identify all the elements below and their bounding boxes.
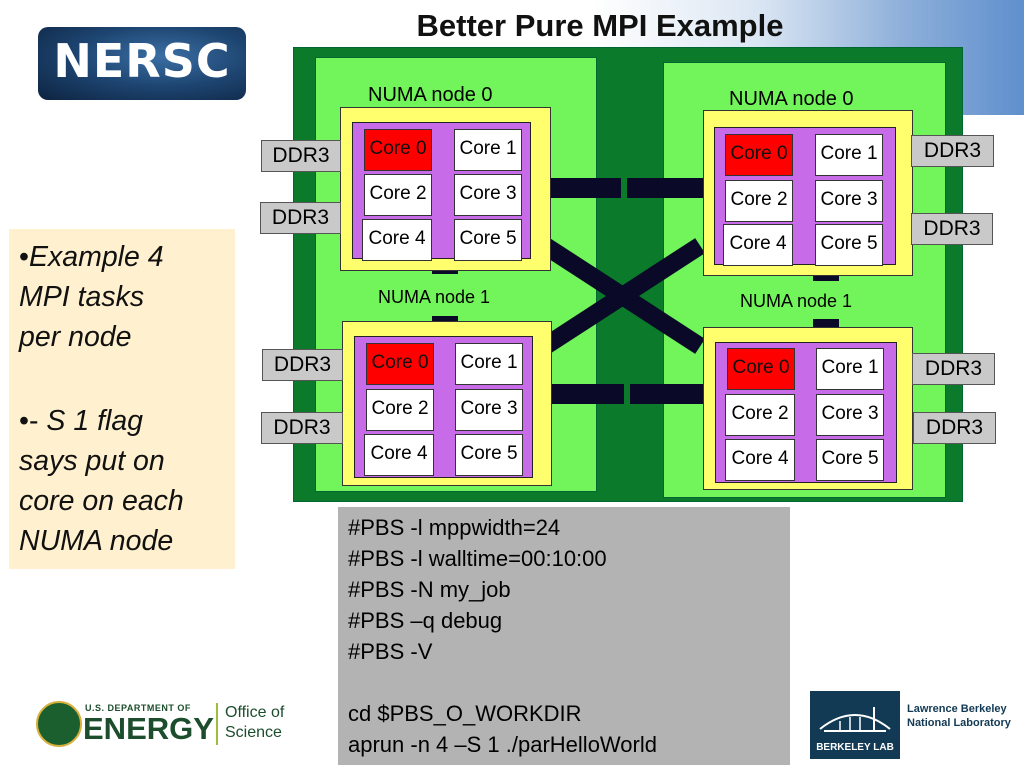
interconnect-top-gap	[621, 178, 627, 198]
notes-box: •Example 4 MPI tasks per node •- S 1 fla…	[9, 229, 235, 569]
core-4: Core 4	[362, 219, 432, 261]
doe-seal-icon	[36, 701, 82, 747]
script-line: #PBS -l walltime=00:10:00	[348, 546, 607, 571]
core-5: Core 5	[816, 439, 884, 481]
pbs-script-box: #PBS -l mppwidth=24 #PBS -l walltime=00:…	[338, 507, 790, 765]
ddr3-module: DDR3	[261, 412, 343, 444]
core-3: Core 3	[815, 180, 883, 222]
numa-label-top-right: NUMA node 0	[729, 88, 854, 110]
ddr3-module: DDR3	[912, 353, 995, 385]
core-2: Core 2	[725, 180, 793, 222]
script-line: cd $PBS_O_WORKDIR	[348, 701, 582, 726]
note-text: S 1 flag	[46, 405, 144, 437]
numa-label-bottom-right: NUMA node 1	[740, 291, 853, 311]
core-5: Core 5	[815, 224, 883, 266]
script-line: #PBS -N my_job	[348, 577, 511, 602]
ddr3-module: DDR3	[262, 349, 343, 381]
script-line: aprun -n 4 –S 1 ./parHelloWorld	[348, 732, 657, 757]
ddr3-module: DDR3	[261, 140, 341, 172]
core-0-active: Core 0	[727, 348, 795, 390]
numa-label-bottom-left: NUMA node 1	[378, 287, 491, 307]
core-2: Core 2	[364, 174, 432, 216]
ddr3-module: DDR3	[911, 135, 994, 167]
core-3: Core 3	[816, 394, 884, 436]
core-3: Core 3	[455, 389, 523, 431]
script-line: #PBS -l mppwidth=24	[348, 515, 561, 540]
lbnl-line: National Laboratory	[907, 717, 1011, 729]
bullet: •-	[19, 405, 39, 437]
lbnl-name: Lawrence Berkeley National Laboratory	[907, 702, 1011, 730]
core-3: Core 3	[454, 174, 522, 216]
note-text: MPI tasks	[19, 281, 145, 313]
note-text: per node	[19, 321, 132, 353]
core-5: Core 5	[454, 219, 522, 261]
numa-link-right-bottom	[813, 319, 839, 327]
slide-title: Better Pure MPI Example	[416, 8, 784, 43]
script-line: #PBS –q debug	[348, 608, 503, 633]
core-0-active: Core 0	[725, 134, 793, 176]
nersc-logo-text: NERSC	[53, 34, 231, 88]
office-of-science-text: Office of Science	[225, 703, 284, 743]
doe-department-text: U.S. DEPARTMENT OF	[85, 703, 191, 713]
note-text: core on each	[19, 485, 184, 517]
office-line: Science	[225, 724, 282, 741]
core-4: Core 4	[723, 224, 793, 266]
core-1: Core 1	[454, 129, 522, 171]
core-2: Core 2	[366, 389, 434, 431]
ddr3-module: DDR3	[911, 213, 993, 245]
office-line: Office of	[225, 704, 285, 721]
interconnect-bottom-gap	[624, 384, 630, 404]
core-2: Core 2	[725, 394, 795, 436]
berkeley-lab-building-icon	[819, 707, 891, 732]
core-1: Core 1	[816, 348, 884, 390]
numa-label-top-left: NUMA node 0	[368, 84, 493, 106]
core-4: Core 4	[725, 439, 795, 481]
logo-divider	[216, 703, 218, 745]
core-1: Core 1	[815, 134, 883, 176]
berkeley-lab-text: BERKELEY LAB	[816, 742, 894, 753]
berkeley-lab-logo: BERKELEY LAB	[810, 691, 900, 759]
nersc-logo: NERSC	[38, 27, 246, 100]
bullet: •	[19, 241, 29, 273]
core-0-active: Core 0	[364, 129, 432, 171]
ddr3-module: DDR3	[913, 412, 996, 444]
core-4: Core 4	[364, 434, 434, 476]
numa-link-left-bottom	[432, 316, 458, 323]
note-text: Example 4	[28, 241, 164, 273]
note-text: NUMA node	[19, 525, 174, 557]
ddr3-module: DDR3	[260, 202, 341, 234]
doe-energy-text: ENERGY	[83, 711, 214, 746]
note-text: says put on	[19, 445, 165, 477]
core-1: Core 1	[455, 343, 523, 385]
core-0-active: Core 0	[366, 343, 434, 385]
lbnl-line: Lawrence Berkeley	[907, 703, 1007, 715]
core-5: Core 5	[455, 434, 523, 476]
script-line: #PBS -V	[348, 639, 433, 664]
